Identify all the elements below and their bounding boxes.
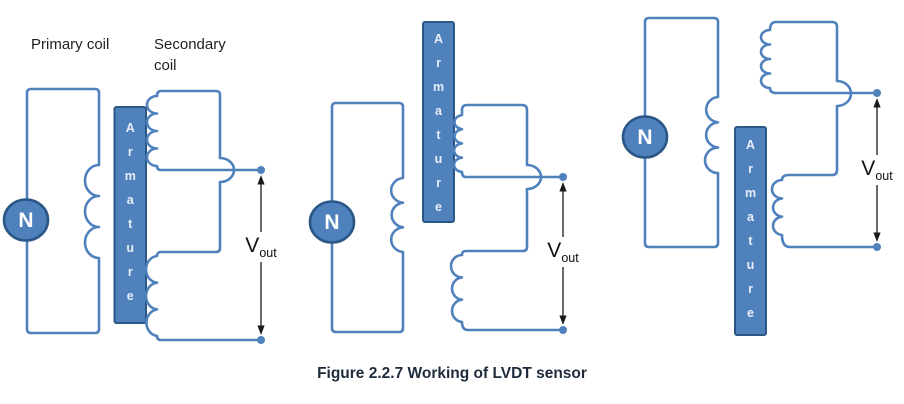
arrow-down-icon bbox=[873, 232, 881, 242]
vout-subscript: out bbox=[561, 251, 579, 266]
arrow-down-icon bbox=[559, 315, 567, 325]
vout-symbol: V bbox=[245, 234, 260, 257]
vout-terminal-dot bbox=[257, 336, 265, 344]
armature-label: A r m a t u r e bbox=[124, 121, 136, 303]
ac-source-icon bbox=[621, 115, 669, 159]
armature-bar bbox=[113, 106, 147, 324]
vout-terminal-dot bbox=[873, 243, 881, 251]
vout-terminal-dot bbox=[873, 89, 881, 97]
arrow-up-icon bbox=[257, 175, 265, 185]
vout-label: Vout bbox=[540, 237, 586, 267]
arrow-up-icon bbox=[873, 98, 881, 108]
secondary-coil-winding bbox=[144, 89, 263, 342]
vout-label: Vout bbox=[854, 155, 900, 185]
vout-subscript: out bbox=[259, 246, 277, 261]
armature-bar bbox=[734, 126, 767, 336]
arrow-down-icon bbox=[257, 325, 265, 335]
figure-caption: Figure 2.2.7 Working of LVDT sensor bbox=[317, 365, 587, 382]
armature-label: A r m a t u r e bbox=[744, 138, 757, 320]
secondary-coil-label: Secondary coil bbox=[154, 36, 226, 74]
diagram-armature-down: N bbox=[621, 16, 881, 336]
vout-label: Vout bbox=[238, 232, 284, 262]
ac-source-icon bbox=[308, 200, 356, 244]
vout-subscript: out bbox=[875, 169, 893, 184]
primary-coil-winding bbox=[25, 87, 101, 335]
vout-terminal-dot bbox=[257, 166, 265, 174]
source-label: N bbox=[324, 211, 339, 234]
source-label: N bbox=[18, 209, 33, 232]
arrow-up-icon bbox=[559, 182, 567, 192]
diagram-armature-up: N bbox=[308, 21, 567, 334]
vout-terminal-dot bbox=[559, 326, 567, 334]
primary-coil-winding bbox=[330, 101, 405, 334]
secondary-coil-winding bbox=[449, 103, 565, 332]
diagram-null-position: N bbox=[2, 87, 265, 344]
vout-terminal-dot bbox=[559, 173, 567, 181]
ac-source-icon bbox=[2, 198, 50, 242]
primary-coil-label: Primary coil bbox=[31, 36, 110, 53]
vout-symbol: V bbox=[547, 239, 562, 262]
secondary-coil-winding bbox=[759, 20, 879, 249]
vout-symbol: V bbox=[861, 157, 876, 180]
armature-label: A r m a t u r e bbox=[432, 32, 445, 214]
primary-coil-winding bbox=[643, 16, 720, 249]
source-label: N bbox=[637, 126, 652, 149]
